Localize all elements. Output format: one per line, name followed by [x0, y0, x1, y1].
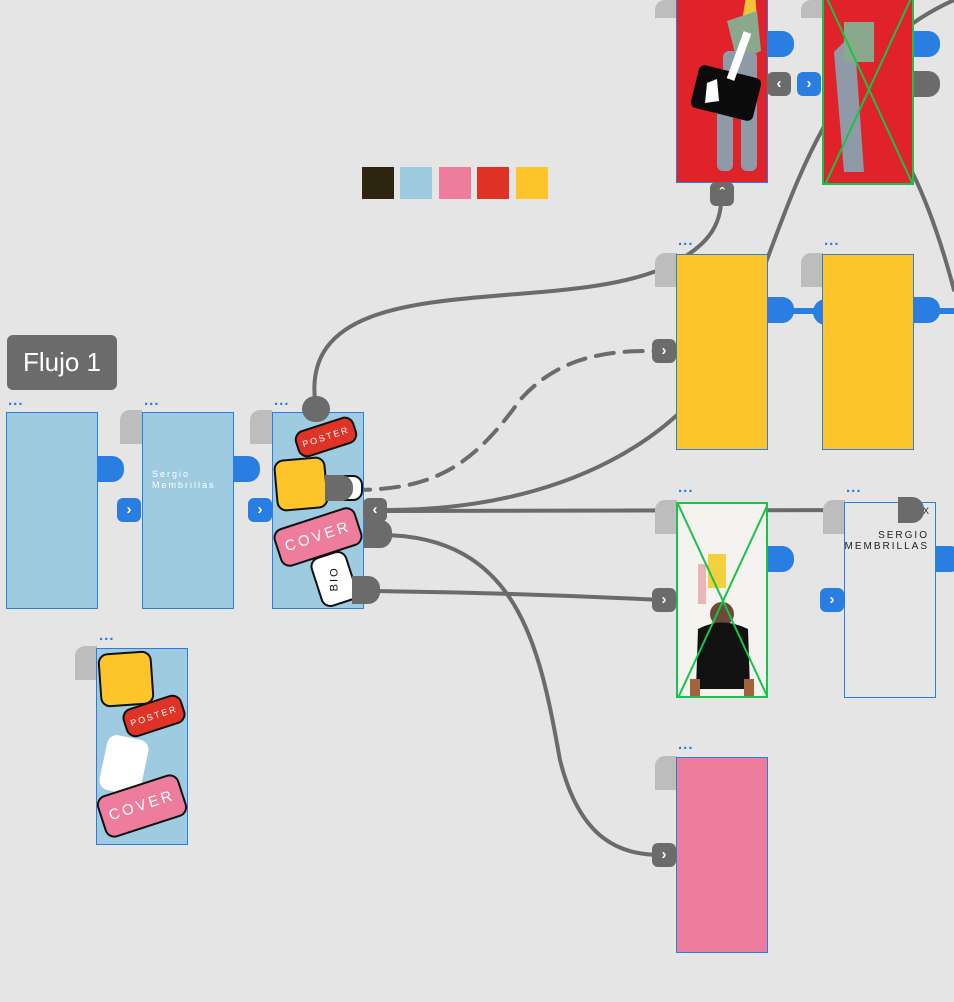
- menu-yellow-square[interactable]: [272, 455, 330, 513]
- photo-frame-placeholder[interactable]: [676, 502, 768, 698]
- yellow-frame-a-menu[interactable]: ...: [678, 232, 694, 249]
- poster-frame-b-connector[interactable]: [914, 31, 940, 57]
- yellow-frame-b-tab: [801, 253, 823, 287]
- menu-bio-label: BIO: [327, 566, 340, 592]
- photo-frame-menu[interactable]: ...: [678, 479, 694, 496]
- frame-3-entry-arrow[interactable]: ›: [248, 498, 272, 522]
- yellow-connector-line: [790, 308, 820, 314]
- flow-start-label[interactable]: Flujo 1: [7, 335, 117, 390]
- frame-2-bio[interactable]: Sergio Membrillas: [142, 412, 234, 609]
- bio-name-line-2: MEMBRILLAS: [844, 541, 929, 552]
- placeholder-cross-icon: [824, 0, 912, 183]
- frame-3-menu[interactable]: ...: [274, 392, 290, 409]
- cover-frame-entry-arrow[interactable]: ›: [652, 843, 676, 867]
- frame-1-connector[interactable]: [98, 456, 124, 482]
- bio-text-frame-entry-arrow[interactable]: ›: [820, 588, 844, 612]
- cover-frame[interactable]: [676, 757, 768, 953]
- photo-frame-tab: [655, 500, 677, 534]
- frame-2-tab: [120, 410, 142, 444]
- yellow-frame-b[interactable]: [822, 254, 914, 450]
- component-yellow-square[interactable]: [97, 650, 155, 708]
- bio-name-line-1: SERGIO: [878, 530, 929, 541]
- poster-frame-b-entry-arrow[interactable]: ›: [797, 72, 821, 96]
- photo-frame-connector[interactable]: [768, 546, 794, 572]
- poster-frame-a[interactable]: [676, 0, 768, 183]
- component-frame[interactable]: POSTER COVER: [94, 648, 190, 845]
- frame-3-tab: [250, 410, 272, 444]
- bio-close-text[interactable]: X: [922, 506, 929, 516]
- bio-text-wire-connector[interactable]: [898, 497, 924, 523]
- bio-text-frame-menu[interactable]: ...: [846, 479, 862, 496]
- menu-back-arrow[interactable]: ‹: [363, 498, 387, 522]
- poster-frame-b-tab: [801, 0, 823, 18]
- wire-menu-dashed: [350, 348, 664, 492]
- poster-frame-b-wire-connector[interactable]: [914, 71, 940, 97]
- swatch-light-blue[interactable]: [400, 167, 432, 199]
- frame-2-entry-arrow[interactable]: ›: [117, 498, 141, 522]
- yellow-frame-a-connector[interactable]: [768, 297, 794, 323]
- cover-frame-menu[interactable]: ...: [678, 736, 694, 753]
- yellow-frame-b-line: [938, 308, 954, 314]
- wire-menu-to-poster: [312, 193, 724, 402]
- frame-1[interactable]: [6, 412, 98, 609]
- component-frame-menu[interactable]: ...: [99, 627, 115, 644]
- poster-frame-a-tab: [655, 0, 677, 18]
- poster-illustration: [690, 0, 762, 171]
- yellow-frame-b-connector[interactable]: [914, 297, 940, 323]
- bio-text-frame[interactable]: X SERGIO MEMBRILLAS: [844, 502, 936, 698]
- bio-text-frame-tab: [823, 500, 845, 534]
- poster-frame-b-placeholder[interactable]: [822, 0, 914, 185]
- portrait-photo: [678, 504, 766, 696]
- frame-3-main-menu[interactable]: POSTER COVER BIO: [270, 412, 366, 610]
- bio-name-text: Sergio Membrillas: [152, 469, 216, 490]
- wire-bio-to-photo: [373, 589, 664, 602]
- frame-2-menu[interactable]: ...: [144, 392, 160, 409]
- yellow-frame-a-entry-arrow[interactable]: ›: [652, 339, 676, 363]
- menu-poster-connector[interactable]: [302, 396, 330, 422]
- yellow-frame-a[interactable]: [676, 254, 768, 450]
- frame-2-connector[interactable]: [234, 456, 260, 482]
- swatch-pink[interactable]: [439, 167, 471, 199]
- component-frame-tab: [75, 646, 97, 680]
- poster-frame-a-connector[interactable]: [768, 31, 794, 57]
- menu-poster-button[interactable]: POSTER: [292, 414, 360, 460]
- swatch-yellow[interactable]: [516, 167, 548, 199]
- poster-frame-a-up-arrow[interactable]: ˆ: [710, 182, 734, 206]
- yellow-frame-b-menu[interactable]: ...: [824, 232, 840, 249]
- cover-frame-tab: [655, 756, 677, 790]
- wire-menu-to-bio-text: [385, 508, 912, 513]
- photo-frame-entry-arrow[interactable]: ›: [652, 588, 676, 612]
- menu-cover-connector[interactable]: [364, 520, 392, 548]
- swatch-red[interactable]: [477, 167, 509, 199]
- wire-cover-to-cover-frame: [378, 533, 664, 857]
- menu-bio-connector[interactable]: [352, 576, 380, 604]
- swatch-dark-brown[interactable]: [362, 167, 394, 199]
- yellow-frame-a-tab: [655, 253, 677, 287]
- frame-1-menu[interactable]: ...: [8, 392, 24, 409]
- menu-yellow-connector[interactable]: [325, 475, 353, 501]
- poster-frame-a-back-arrow[interactable]: ‹: [767, 72, 791, 96]
- bio-text-frame-connector[interactable]: [936, 546, 954, 572]
